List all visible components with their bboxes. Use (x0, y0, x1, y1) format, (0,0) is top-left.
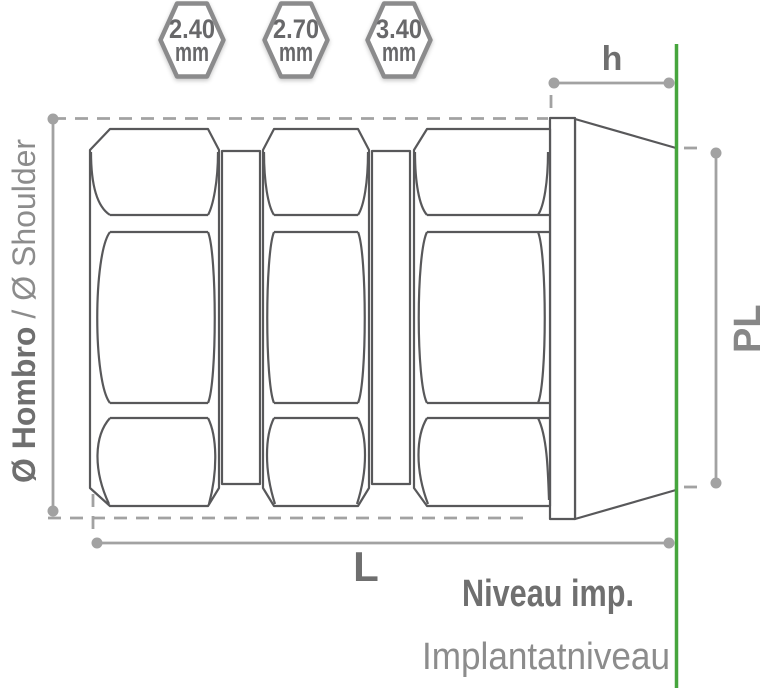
implant-body-drawing (88, 116, 678, 521)
hexagon-icon (158, 1, 226, 79)
pl-dimension-label: PL (727, 304, 769, 353)
h-dimension-label: h (602, 40, 623, 78)
dimension-endpoint-dot (663, 537, 675, 549)
hexagon-icon (262, 1, 330, 79)
hex-unit: mm (175, 37, 209, 67)
hex-badge-3: 3.40 mm (365, 1, 433, 79)
dimension-endpoint-dot (47, 505, 59, 517)
neck-groove-2 (370, 149, 412, 486)
dimension-lines (47, 77, 722, 549)
dimension-labels: Ø Hombro/ Ø Shoulder h L PL Niveau imp. … (6, 40, 769, 678)
implant-level-label-fr: Niveau imp. (462, 573, 634, 615)
hex-value: 2.40 (169, 14, 215, 44)
hex-value: 2.70 (273, 14, 319, 44)
taper-cone (573, 117, 678, 521)
hex-badges: 2.40 mm 2.70 mm 3.40 mm (158, 1, 433, 79)
hex-value: 3.40 (376, 14, 422, 44)
hex-unit: mm (279, 37, 313, 67)
thread-lobe-1 (88, 127, 221, 508)
dimension-endpoint-dot (47, 113, 59, 125)
dimension-endpoint-dot (91, 537, 103, 549)
hex-badge-1: 2.40 mm (158, 1, 226, 79)
thread-lobe-3 (412, 127, 552, 508)
collar (548, 116, 577, 521)
implant-level-label-de: Implantatniveau (422, 636, 670, 678)
dimension-endpoint-dot (548, 77, 560, 89)
dimension-endpoint-dot (710, 477, 722, 489)
dimension-guides (48, 95, 706, 536)
thread-lobe-2 (261, 127, 371, 508)
dimension-endpoint-dot (663, 77, 675, 89)
hex-unit: mm (382, 37, 416, 67)
dimension-endpoint-dot (710, 147, 722, 159)
hex-badge-2: 2.70 mm (262, 1, 330, 79)
neck-groove-1 (220, 149, 262, 486)
hexagon-icon (365, 1, 433, 79)
shoulder-dimension-label: Ø Hombro/ Ø Shoulder (6, 139, 42, 483)
l-dimension-label: L (353, 543, 379, 590)
